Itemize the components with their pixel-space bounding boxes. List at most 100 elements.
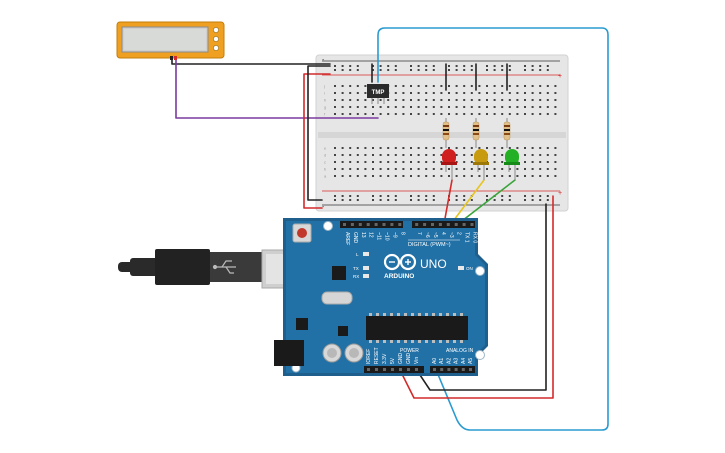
display-module[interactable] bbox=[116, 21, 225, 60]
digital-pin-label: 2 bbox=[456, 232, 462, 235]
breadboard-row-letter: d bbox=[324, 153, 326, 158]
digital-pin-hole[interactable] bbox=[358, 223, 362, 226]
digital-pin-hole[interactable] bbox=[398, 223, 402, 226]
wire-display-ground[interactable] bbox=[171, 57, 331, 65]
wire-led-yellow[interactable] bbox=[450, 179, 485, 225]
analog-pin-label: A4 bbox=[461, 358, 467, 364]
power-pin-label: GND bbox=[406, 353, 412, 365]
power-pin-hole[interactable] bbox=[407, 368, 410, 371]
analog-pin-label: A3 bbox=[454, 358, 460, 364]
voltage-regulator bbox=[296, 318, 308, 330]
led-red[interactable] bbox=[441, 149, 457, 180]
analog-pin-label: A1 bbox=[439, 358, 445, 364]
digital-pin-label: ~9 bbox=[391, 232, 397, 238]
digital-pin-hole[interactable] bbox=[446, 223, 450, 226]
sensor-label: TMP bbox=[372, 90, 385, 96]
power-pin-hole[interactable] bbox=[383, 368, 386, 371]
digital-pin-label: AREF bbox=[344, 232, 350, 245]
power-pin-label: GND bbox=[398, 353, 404, 365]
display-pin-1[interactable] bbox=[213, 27, 219, 33]
digital-pin-label: 13 bbox=[360, 232, 366, 238]
digital-pin-label: 8 bbox=[399, 232, 405, 235]
temperature-sensor[interactable]: TMP bbox=[367, 84, 389, 104]
digital-pin-hole[interactable] bbox=[431, 223, 434, 226]
led-green[interactable] bbox=[504, 149, 520, 180]
digital-pin-label: 12 bbox=[368, 232, 374, 238]
analog-label: ANALOG IN bbox=[446, 348, 474, 354]
digital-pin-label: 4 bbox=[440, 232, 446, 235]
power-pin-label: Vin bbox=[414, 357, 420, 364]
on-label: ON bbox=[466, 266, 473, 271]
digital-pin-hole[interactable] bbox=[350, 223, 354, 226]
led-yellow[interactable] bbox=[473, 149, 489, 180]
digital-header[interactable] bbox=[340, 221, 475, 228]
resistor-3[interactable] bbox=[503, 118, 511, 148]
digital-pin-label: GND bbox=[352, 232, 358, 244]
breadboard-row-letter: j bbox=[323, 84, 325, 89]
brand-label: ARDUINO bbox=[384, 273, 414, 280]
digital-pin-hole[interactable] bbox=[382, 223, 386, 226]
digital-pin-hole[interactable] bbox=[366, 223, 370, 226]
digital-pin-hole[interactable] bbox=[374, 223, 378, 226]
wire-led-green[interactable] bbox=[457, 179, 516, 225]
resistor-1[interactable] bbox=[442, 118, 450, 148]
power-pin-hole[interactable] bbox=[391, 368, 394, 371]
analog-pin-hole[interactable] bbox=[454, 368, 458, 371]
led-l-label: L bbox=[356, 252, 359, 257]
digital-pin-label: ~11 bbox=[376, 232, 382, 240]
display-pin-3[interactable] bbox=[213, 45, 219, 51]
wire-board-ground[interactable] bbox=[417, 203, 547, 391]
usb-icon bbox=[212, 260, 236, 274]
digital-label: DIGITAL (PWM~) bbox=[408, 242, 451, 248]
analog-pin-hole[interactable] bbox=[469, 368, 472, 371]
rx-label: RX bbox=[353, 274, 359, 279]
wire-left-ground[interactable] bbox=[307, 65, 331, 201]
digital-pin-hole[interactable] bbox=[438, 223, 442, 226]
digital-pin-label: ~3 bbox=[448, 232, 454, 238]
digital-pin-hole[interactable] bbox=[470, 223, 474, 226]
power-pin-label: RESET bbox=[374, 347, 380, 364]
microcontroller-chip bbox=[366, 313, 468, 343]
breadboard-row-letter: f bbox=[324, 112, 326, 117]
wire-sensor-signal[interactable] bbox=[377, 27, 609, 431]
analog-pin-hole[interactable] bbox=[433, 368, 436, 371]
power-pin-label: 3.3V bbox=[382, 353, 388, 364]
wire-led-red[interactable] bbox=[443, 179, 453, 225]
breadboard-row-letter: g bbox=[324, 105, 326, 110]
wire-left-power[interactable] bbox=[303, 73, 331, 209]
wire-display-signal[interactable] bbox=[175, 57, 379, 119]
resistor-2[interactable] bbox=[472, 118, 480, 148]
reset-button[interactable] bbox=[292, 223, 312, 243]
analog-pin-hole[interactable] bbox=[440, 368, 444, 371]
power-pin-hole[interactable] bbox=[367, 368, 370, 371]
power-pin-hole[interactable] bbox=[399, 368, 402, 371]
digital-pin-hole[interactable] bbox=[423, 223, 427, 226]
wire-board-power[interactable] bbox=[399, 195, 554, 399]
rail-plus-bottom: + bbox=[558, 190, 562, 197]
led-l-indicator bbox=[363, 252, 369, 256]
display-pin-2[interactable] bbox=[213, 36, 219, 42]
power-jack[interactable] bbox=[274, 340, 304, 366]
usb-cable[interactable] bbox=[118, 249, 313, 289]
digital-pin-label: 7 bbox=[416, 232, 422, 235]
digital-pin-hole[interactable] bbox=[415, 223, 419, 226]
analog-header[interactable] bbox=[430, 366, 475, 373]
on-indicator bbox=[458, 266, 464, 270]
analog-pin-label: A0 bbox=[432, 358, 438, 364]
power-pin-hole[interactable] bbox=[415, 368, 418, 371]
tx-indicator bbox=[363, 266, 369, 270]
digital-pin-hole[interactable] bbox=[343, 223, 346, 226]
analog-pin-hole[interactable] bbox=[461, 368, 465, 371]
digital-pin-hole[interactable] bbox=[462, 223, 466, 226]
analog-pin-hole[interactable] bbox=[447, 368, 451, 371]
digital-pin-hole[interactable] bbox=[454, 223, 458, 226]
rail-minus-top: - bbox=[322, 57, 325, 64]
breadboard-row-letter: e bbox=[324, 146, 327, 151]
digital-pin-hole[interactable] bbox=[390, 223, 394, 226]
power-pin-hole[interactable] bbox=[375, 368, 378, 371]
digital-pin-label: RX 0 bbox=[472, 232, 478, 243]
